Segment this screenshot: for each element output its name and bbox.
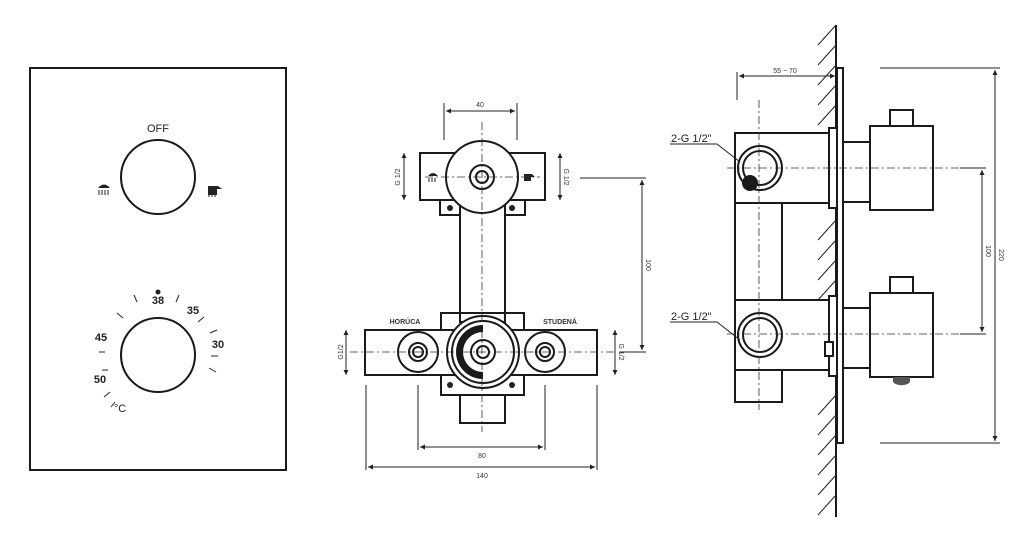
shower-head-icon xyxy=(428,173,438,182)
scale-ticks xyxy=(99,294,218,408)
celsius-unit: °C xyxy=(114,403,126,415)
cover-plate xyxy=(836,67,844,444)
cold-label: STUDENÁ xyxy=(543,317,577,326)
temp-45: 45 xyxy=(95,332,107,344)
lower-knob xyxy=(869,292,934,378)
hand-shower-icon xyxy=(524,174,535,181)
dim-100-side: 100 xyxy=(984,245,991,257)
thread-lower: 2-G 1/2" xyxy=(671,311,712,323)
thread-left-top: G 1/2 xyxy=(395,168,402,185)
shower-head-icon xyxy=(98,184,110,195)
thread-left-bottom: G1/2 xyxy=(338,344,345,359)
side-view: 55 ~ 70 2-G 1/2" 2-G 1/2" 100 220 xyxy=(670,24,1004,517)
diverter-knob[interactable] xyxy=(120,139,196,215)
dim-depth: 55 ~ 70 xyxy=(773,68,797,75)
temp-35: 35 xyxy=(187,305,199,317)
dim-220: 220 xyxy=(997,249,1004,261)
hand-shower-icon xyxy=(208,186,222,197)
dim-80: 80 xyxy=(478,453,486,460)
thread-right-bottom: G 1/2 xyxy=(617,343,624,360)
hot-label: HORÚCA xyxy=(390,317,421,326)
temp-50: 50 xyxy=(94,374,106,386)
thread-upper: 2-G 1/2" xyxy=(671,133,712,145)
indicator-dot xyxy=(155,289,161,295)
dim-40: 40 xyxy=(476,102,484,109)
front-view: OFF 38 35 30 45 50 °C xyxy=(29,67,287,471)
dim-100: 100 xyxy=(644,259,651,271)
thermostat-knob[interactable] xyxy=(120,317,196,393)
dim-140: 140 xyxy=(476,473,488,480)
off-label: OFF xyxy=(147,123,169,135)
temp-30: 30 xyxy=(212,339,224,351)
thread-right-top: G 1/2 xyxy=(562,168,569,185)
body-view: 40 80 140 100 G 1/2 G 1/2 G1/2 G 1/2 HOR… xyxy=(338,102,651,480)
temp-38: 38 xyxy=(152,295,164,307)
